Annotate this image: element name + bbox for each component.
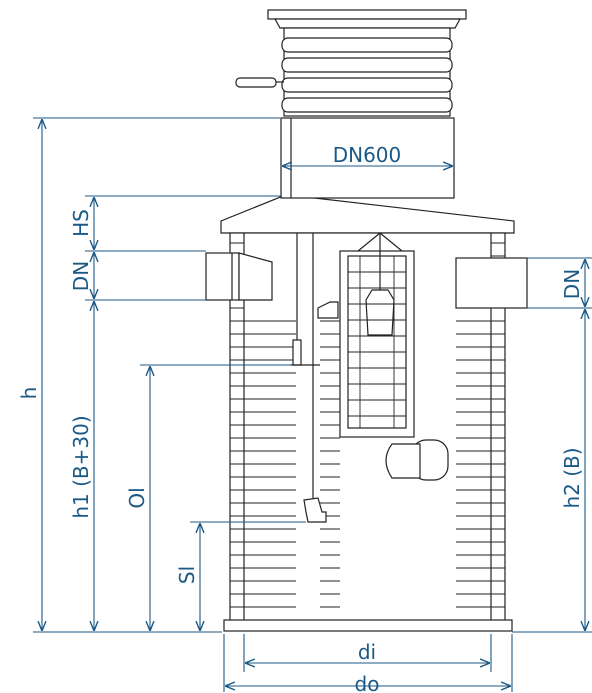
float-switch: [303, 233, 327, 523]
inlet-pipe: [205, 252, 273, 301]
di-label: di: [358, 640, 376, 664]
inlet-baffle: [290, 233, 339, 366]
outlet-pipe: [385, 257, 528, 481]
inlet-dn-label: DN: [69, 261, 93, 291]
hs-label: HS: [69, 209, 93, 237]
filter-basket-grid: [348, 256, 406, 428]
outlet-dn-label: DN: [560, 269, 584, 299]
sl-label: Sl: [175, 566, 199, 584]
access-shaft: [280, 117, 455, 199]
h2-label: h2 (B): [560, 447, 584, 508]
do-label: do: [355, 672, 380, 693]
h-label: h: [17, 387, 41, 400]
dimension-lines: [33, 117, 592, 692]
ol-label: Ol: [125, 487, 149, 508]
filter-chamber: [339, 232, 415, 438]
shaft-diameter-label: DN600: [333, 143, 402, 167]
h1-label: h1 (B+30): [69, 415, 93, 518]
adjustable-cover: [235, 9, 467, 117]
